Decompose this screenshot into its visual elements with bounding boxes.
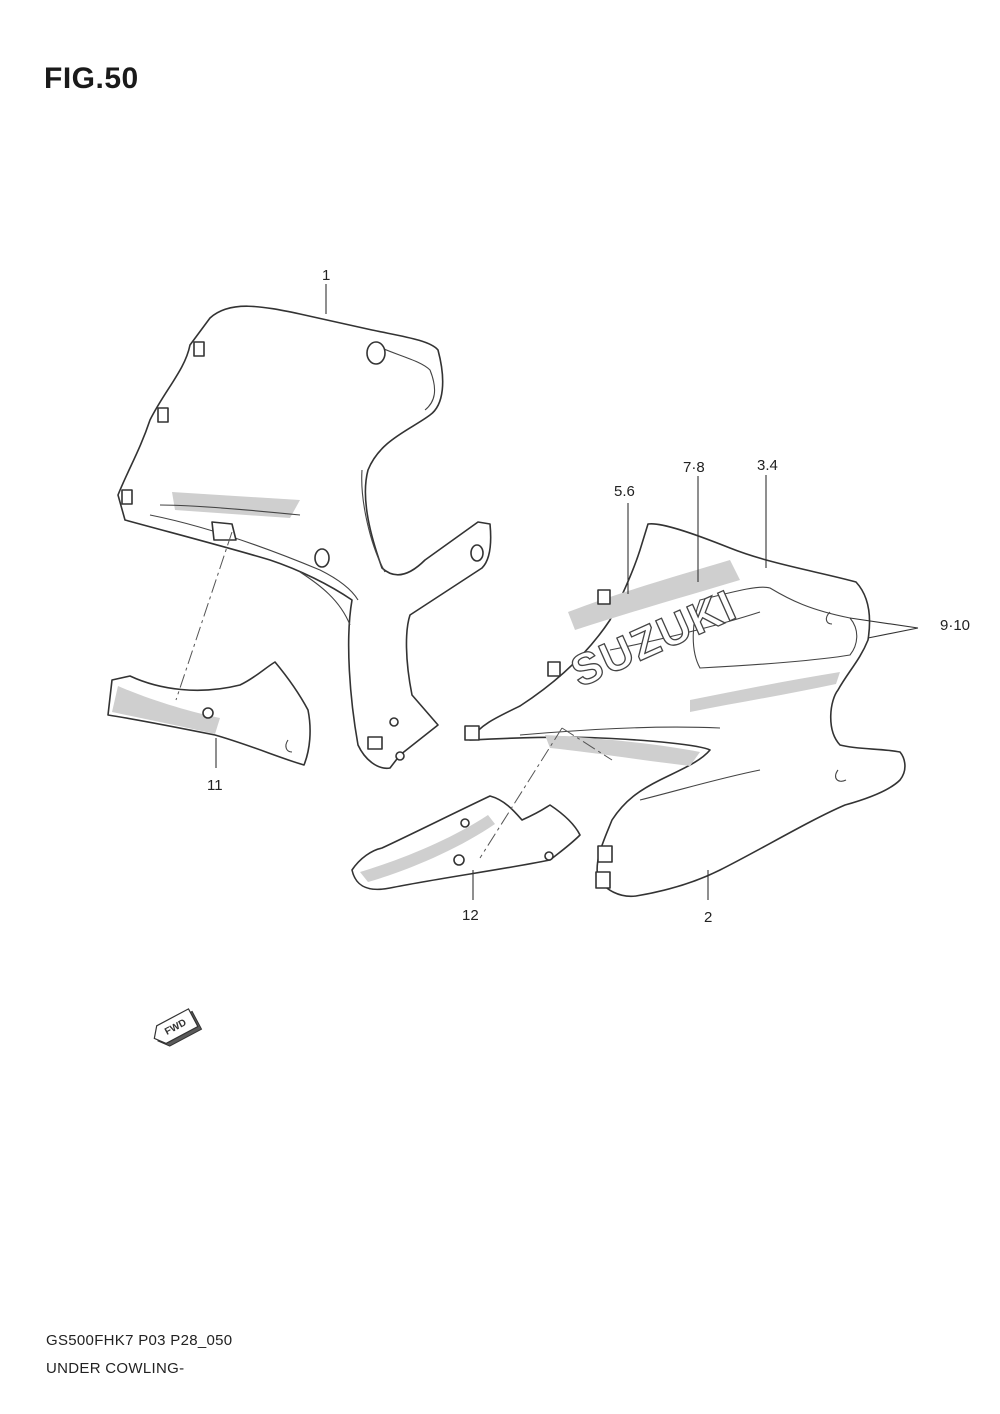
drawing-name: UNDER COWLING- [46,1360,185,1377]
fwd-arrow-icon: FWD [153,1008,203,1047]
callout-12: 12 [462,907,479,924]
callout-9-10: 9·10 [940,617,970,634]
drawing-code: GS500FHK7 P03 P28_050 [46,1332,233,1349]
callout-3-4: 3.4 [757,457,778,474]
figure-title: FIG.50 [44,62,139,95]
callout-2: 2 [704,909,712,926]
part-11-inner-panel [107,661,311,766]
callout-7-8: 7·8 [683,459,705,476]
part-2-outer-cowling [464,522,906,898]
callouts: 1 7·8 3.4 5.6 9·10 11 12 2 [207,267,970,926]
callout-11: 11 [207,777,223,794]
part-12-lower-panel [351,795,581,891]
callout-1: 1 [322,267,330,284]
part-1-inner-cowling [117,305,492,770]
leader-lines [175,284,919,900]
callout-5-6: 5.6 [614,483,635,500]
